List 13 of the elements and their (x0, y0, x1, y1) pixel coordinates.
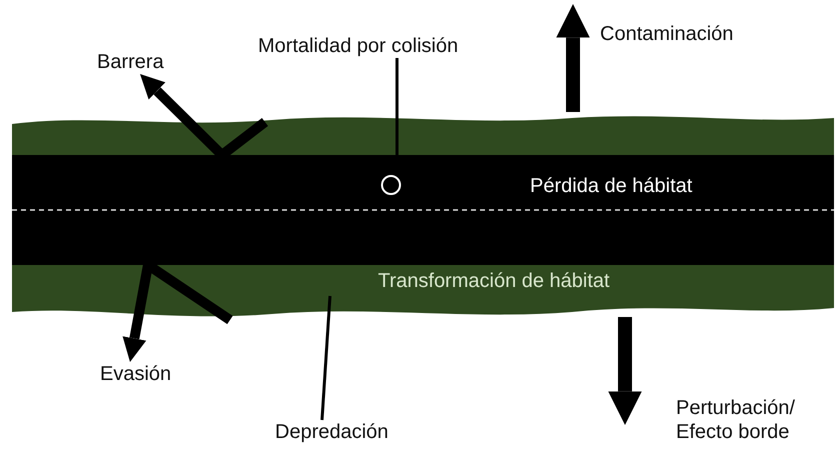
habitat-label: Transformación de hábitat (378, 270, 610, 293)
arrow (556, 4, 590, 112)
circle-marker (381, 175, 401, 195)
leader-line (320, 296, 332, 420)
effect-label: Evasión (100, 362, 200, 386)
effect-label: Depredación (275, 420, 435, 444)
effect-label: Barrera (97, 50, 182, 74)
arrow (608, 317, 642, 425)
habitat-label: Pérdida de hábitat (530, 175, 692, 198)
road-band (12, 155, 834, 265)
effect-label: Mortalidad por colisión (258, 34, 533, 58)
effect-label: Contaminación (600, 22, 780, 46)
effect-label: Perturbación/ Efecto borde (676, 396, 836, 444)
